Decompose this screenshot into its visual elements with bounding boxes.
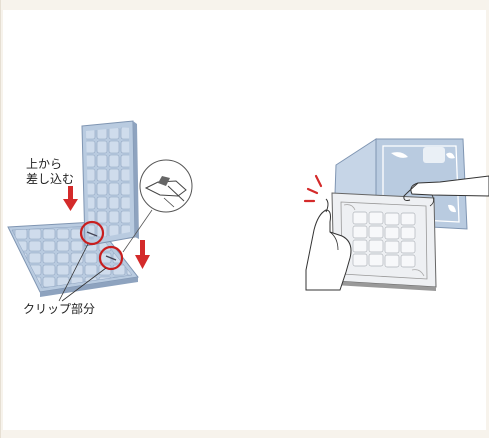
left-illustration xyxy=(7,120,193,302)
clip-part-label: クリップ部分 xyxy=(23,302,96,316)
down-arrow-icon xyxy=(63,186,78,211)
insert-label-line2: 差し込む xyxy=(26,172,75,186)
standing-mat xyxy=(81,120,139,247)
clip-circle-1 xyxy=(79,220,105,246)
hand-icon xyxy=(403,175,489,207)
down-arrow-icon xyxy=(135,240,150,269)
impact-lines-icon xyxy=(303,174,323,203)
right-illustration xyxy=(303,138,489,291)
insert-label-line1: 上から xyxy=(26,157,63,171)
hand-icon xyxy=(305,198,352,291)
clip-circle-2 xyxy=(98,245,124,271)
insert-from-top-label: 上から 差し込む xyxy=(26,157,74,187)
clip-callout-icon xyxy=(122,159,193,253)
